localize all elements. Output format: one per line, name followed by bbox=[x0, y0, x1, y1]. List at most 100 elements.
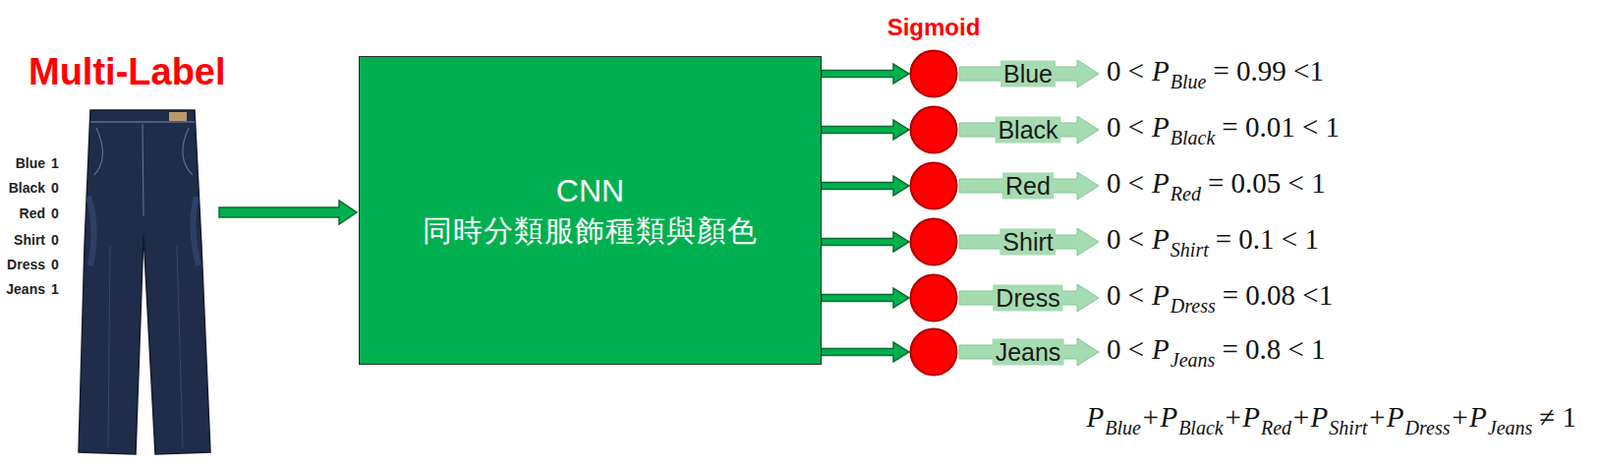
formula-text: = 0.08 <1 bbox=[1222, 281, 1333, 310]
formula: 0 <PJeans= 0.8 < 1 bbox=[1106, 335, 1326, 364]
activation-name: Sigmoid bbox=[887, 13, 981, 42]
input-arrow bbox=[219, 200, 357, 225]
class-label: Black bbox=[994, 116, 1061, 144]
sigmoid-circle: Dress bbox=[909, 273, 959, 323]
circle-shape bbox=[909, 217, 959, 267]
label-name: Jeans bbox=[1, 282, 46, 296]
output-arrows bbox=[959, 59, 1099, 366]
label-value: 0 bbox=[51, 180, 59, 195]
connector-arrow bbox=[821, 63, 910, 84]
sigmoid-circle: Blue bbox=[909, 49, 959, 99]
probability-subscript: Blue bbox=[1170, 71, 1207, 92]
formula: 0 <PDress= 0.08 <1 bbox=[1106, 281, 1333, 310]
probability-symbol: +P bbox=[1141, 402, 1178, 432]
label-value: 1 bbox=[51, 156, 59, 171]
diagram-title: Multi-Label bbox=[28, 51, 227, 94]
circle-shape bbox=[909, 273, 959, 323]
jeans-waistband bbox=[90, 120, 195, 123]
label-name: Shirt bbox=[1, 232, 46, 247]
class-label: Jeans bbox=[992, 339, 1065, 366]
probability-symbol: P bbox=[1085, 402, 1104, 432]
jeans-patch bbox=[169, 112, 187, 121]
sigmoid-circle: Jeans bbox=[909, 327, 959, 377]
formula: 0 <PShirt= 0.1 < 1 bbox=[1106, 225, 1319, 254]
probability-subscript: Shirt bbox=[1328, 417, 1368, 438]
circle-fill bbox=[911, 219, 958, 266]
formula-text: = 0.8 < 1 bbox=[1221, 335, 1325, 364]
circle-shape bbox=[909, 161, 959, 211]
formula: 0 <PBlue= 0.99 <1 bbox=[1106, 57, 1324, 86]
jeans-seam bbox=[108, 245, 183, 448]
jeans-fade bbox=[88, 196, 199, 266]
probability-symbol: P bbox=[1151, 57, 1170, 86]
class-label: Shirt bbox=[999, 228, 1056, 256]
jeans-fly bbox=[142, 123, 144, 217]
circle-fill bbox=[911, 51, 958, 98]
circle-fill bbox=[911, 107, 958, 154]
probability-subscript: Black bbox=[1178, 417, 1224, 438]
probability-symbol: +P bbox=[1367, 402, 1404, 432]
circle-fill bbox=[911, 329, 958, 376]
probability-subscript: Red bbox=[1260, 417, 1292, 438]
label-name: Dress bbox=[1, 257, 46, 272]
box-heading: CNN bbox=[556, 171, 625, 213]
label-name: Red bbox=[1, 206, 46, 221]
probability-subscript: Dress bbox=[1405, 417, 1451, 438]
formula-text: = 0.01 < 1 bbox=[1221, 113, 1340, 142]
output-arrow bbox=[959, 228, 1099, 256]
probability-symbol: P bbox=[1151, 335, 1170, 364]
connector-arrow bbox=[821, 342, 910, 362]
sigmoid-circle: Shirt bbox=[909, 217, 959, 267]
circle-shape bbox=[909, 49, 959, 99]
jeans-pocket bbox=[94, 127, 104, 175]
circle-fill bbox=[911, 275, 958, 322]
label-value: 0 bbox=[51, 232, 59, 247]
output-arrow bbox=[959, 338, 1099, 366]
probability-subscript: Red bbox=[1170, 183, 1201, 204]
formula-text: = 0.99 <1 bbox=[1212, 57, 1323, 86]
connector-arrow bbox=[821, 287, 910, 308]
formula-text: ≠ 1 bbox=[1539, 402, 1577, 432]
sigmoid-circle: Red bbox=[909, 161, 959, 211]
output-arrow bbox=[959, 59, 1099, 88]
jeans-pocket bbox=[182, 127, 193, 175]
formula-text: 0 < bbox=[1106, 281, 1144, 310]
formula-text: 0 < bbox=[1106, 335, 1144, 364]
probability-subscript: Jeans bbox=[1170, 349, 1216, 370]
probability-symbol: P bbox=[1151, 169, 1170, 198]
probability-symbol: +P bbox=[1291, 402, 1328, 432]
connector-arrow bbox=[821, 231, 910, 252]
label-value: 0 bbox=[51, 206, 59, 221]
probability-subscript: Black bbox=[1170, 127, 1216, 148]
circle-shape bbox=[909, 105, 959, 155]
label-value: 0 bbox=[51, 257, 59, 272]
formula-text: 0 < bbox=[1106, 225, 1144, 254]
probability-subscript: Shirt bbox=[1170, 239, 1209, 260]
class-label: Red bbox=[1002, 172, 1054, 200]
formula-text: 0 < bbox=[1106, 113, 1144, 142]
formula: PBlue+PBlack+PRed+PShirt+PDress+PJeans≠ … bbox=[1085, 402, 1577, 432]
circle-fill bbox=[911, 163, 958, 210]
box-body-text: 同時分類服飾種類與顏色 bbox=[422, 211, 758, 250]
formula-text: = 0.1 < 1 bbox=[1215, 225, 1319, 254]
circle-shape bbox=[909, 327, 959, 377]
output-arrow bbox=[959, 115, 1099, 144]
formula: 0 <PBlack= 0.01 < 1 bbox=[1106, 113, 1340, 142]
output-arrow bbox=[959, 171, 1099, 200]
class-label: Dress bbox=[992, 285, 1063, 312]
probability-symbol: P bbox=[1151, 225, 1170, 254]
probability-subscript: Jeans bbox=[1487, 417, 1534, 438]
label-name: Black bbox=[1, 180, 46, 195]
process-box: CNN同時分類服飾種類與顏色 bbox=[358, 56, 822, 365]
output-arrow bbox=[959, 284, 1099, 312]
probability-symbol: +P bbox=[1223, 402, 1260, 432]
probability-subscript: Dress bbox=[1170, 295, 1216, 316]
formula-text: 0 < bbox=[1106, 57, 1144, 86]
jeans-body bbox=[78, 110, 211, 455]
connector-arrow bbox=[821, 119, 910, 140]
label-name: Blue bbox=[1, 156, 46, 171]
sigmoid-circle: Black bbox=[909, 105, 959, 155]
jeans-illustration bbox=[78, 110, 211, 455]
probability-symbol: +P bbox=[1449, 402, 1486, 432]
